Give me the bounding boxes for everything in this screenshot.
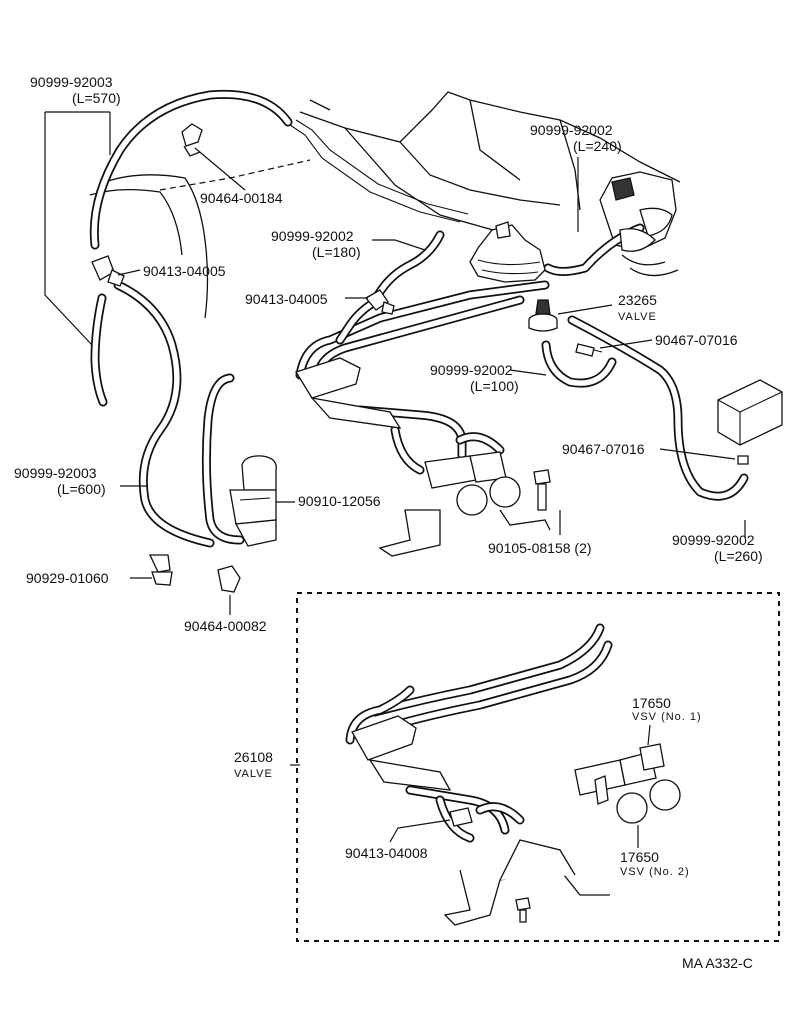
clip-icon-060 [148, 554, 173, 586]
label-vsv-no1-name: VSV (No. 1) [632, 711, 702, 723]
vsv-pair-icon [574, 743, 681, 824]
clip-icon-184 [181, 123, 203, 157]
label-tee-upper: 90413-04005 [143, 263, 226, 279]
label-hose-100-number: 90999-92002 [430, 362, 513, 378]
label-clip-184: 90464-00184 [200, 190, 283, 206]
label-clip-082: 90464-00082 [184, 618, 267, 634]
valve-assembly-upper-icon [295, 357, 551, 557]
label-vsv-no1-number: 17650 [632, 695, 671, 711]
label-hose-180-length: (L=180) [312, 244, 361, 260]
vsv-90910-icon [229, 455, 277, 547]
footer-code: MA A332-C [682, 955, 753, 971]
label-tee-04008: 90413-04008 [345, 845, 428, 861]
bolt-icon [533, 469, 551, 511]
clip-icon-082 [217, 565, 241, 593]
label-valve-26108-name: VALVE [234, 768, 273, 780]
label-hose-100-length: (L=100) [470, 378, 519, 394]
control-box-icon [717, 379, 783, 446]
label-clip-016-upper: 90467-07016 [655, 332, 738, 348]
label-vsv-90910: 90910-12056 [298, 493, 381, 509]
label-vsv-no2-number: 17650 [620, 849, 659, 865]
label-clip-060: 90929-01060 [26, 570, 109, 586]
vacuum-canister-icon [469, 221, 546, 283]
label-hose-180-number: 90999-92002 [271, 228, 354, 244]
clip-icon-016-upper [575, 343, 603, 357]
label-bolt: 90105-08158 (2) [488, 540, 592, 556]
valve-assembly-box [296, 592, 780, 942]
tee-fitting-icon-mid [365, 289, 395, 315]
part-labels: 90999-92003 (L=570) 90464-00184 90999-92… [14, 74, 763, 971]
clip-icon-016-lower [737, 455, 749, 465]
label-hose-600-length: (L=600) [57, 481, 106, 497]
valve-23265-icon [528, 299, 558, 332]
engine-component-right-icon [611, 177, 673, 252]
leader-lines [44, 111, 746, 615]
label-vsv-no2-name: VSV (No. 2) [620, 866, 690, 878]
valve-assembly-detail [345, 623, 613, 926]
part-shapes [91, 123, 783, 593]
label-hose-570-length: (L=570) [72, 90, 121, 106]
label-hose-260-length: (L=260) [714, 548, 763, 564]
tee-fitting-icon-upper [91, 255, 125, 287]
label-valve-26108-number: 26108 [234, 749, 273, 765]
label-hose-240-number: 90999-92002 [530, 122, 613, 138]
label-hose-240-length: (L=240) [573, 138, 622, 154]
label-hose-260-number: 90999-92002 [672, 532, 755, 548]
label-valve-23265-number: 23265 [618, 292, 657, 308]
leader-lines-lower [290, 724, 651, 848]
label-valve-23265-name: VALVE [618, 311, 657, 323]
label-hose-570-number: 90999-92003 [30, 74, 113, 90]
label-clip-016-lower: 90467-07016 [562, 441, 645, 457]
label-hose-600-number: 90999-92003 [14, 465, 97, 481]
label-tee-mid: 90413-04005 [245, 291, 328, 307]
